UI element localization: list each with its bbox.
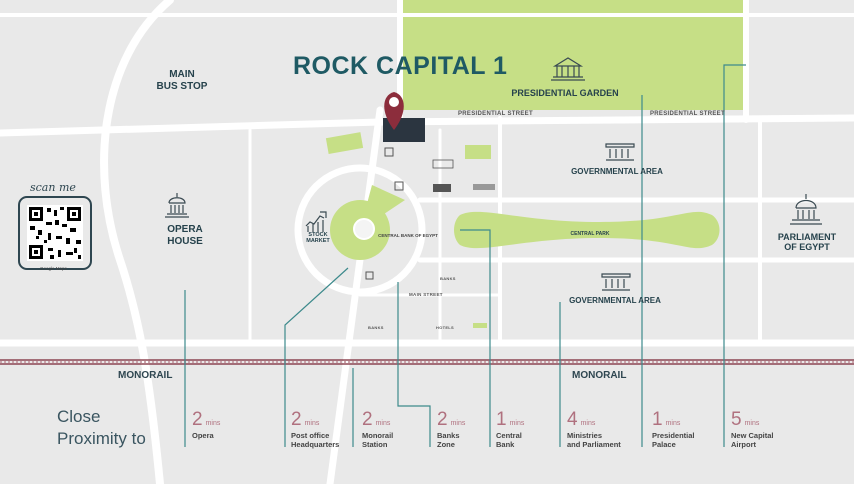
government-building-icon-top	[605, 143, 635, 161]
banks-label-2: BANKS	[368, 325, 384, 330]
proximity-place: Opera	[192, 431, 214, 440]
proximity-minutes: 1	[496, 409, 507, 430]
opera-house-label: OPERA HOUSE	[167, 224, 203, 247]
location-marker-icon	[384, 92, 404, 130]
proximity-minutes: 1	[652, 409, 663, 430]
main-street-label: MAIN STREET	[409, 292, 443, 297]
proximity-place: Ministries and Parliament	[567, 431, 621, 449]
proximity-place: Presidential Palace	[652, 431, 695, 449]
proximity-place: Post office Headquarters	[291, 431, 340, 449]
google-maps-caption: Google Maps	[40, 266, 67, 271]
scan-me-label: scan me	[30, 181, 76, 194]
parliament-label: PARLIAMENT OF EGYPT	[777, 232, 837, 253]
monorail-label-right: MONORAIL	[572, 370, 627, 381]
proximity-place: Monorail Station	[362, 431, 394, 449]
proximity-unit: mins	[375, 420, 391, 427]
proximity-place: Banks Zone	[437, 431, 460, 449]
brand-logo: ROCK CAPITAL 1	[293, 52, 508, 80]
proximity-title-line1: Close	[57, 407, 101, 426]
proximity-unit: mins	[580, 420, 596, 427]
banks-label-1: BANKS	[440, 276, 456, 281]
proximity-place: New Capital Airport	[731, 431, 774, 449]
government-building-icon-bottom	[601, 273, 631, 291]
proximity-minutes: 4	[567, 409, 578, 430]
proximity-unit: mins	[205, 420, 221, 427]
stock-market-icon	[305, 211, 327, 232]
proximity-title-line2: Proximity to	[57, 429, 146, 448]
proximity-minutes: 2	[362, 409, 373, 430]
proximity-minutes: 5	[731, 409, 742, 430]
hotels-label: HOTELS	[436, 325, 455, 330]
proximity-unit: mins	[304, 420, 320, 427]
main-bus-stop-label: MAIN BUS STOP	[156, 69, 208, 92]
opera-house-icon	[165, 193, 189, 218]
parliament-icon	[790, 194, 822, 225]
central-park-label: CENTRAL PARK	[570, 231, 610, 237]
proximity-unit: mins	[450, 420, 466, 427]
proximity-title: Close Proximity to	[57, 406, 146, 450]
governmental-area-top-label: GOVERNMENTAL AREA	[571, 167, 663, 176]
monorail-label-left: MONORAIL	[118, 370, 173, 381]
presidential-garden-area	[400, 0, 746, 110]
proximity-place: Central Bank	[496, 431, 522, 449]
proximity-unit: mins	[744, 420, 760, 427]
proximity-unit: mins	[665, 420, 681, 427]
central-bank-label: CENTRAL BANK OF EGYPT	[378, 233, 438, 238]
qr-code-icon	[18, 196, 92, 270]
presidential-garden-building-icon	[551, 57, 585, 81]
presidential-street-label-2: PRESIDENTIAL STREET	[650, 111, 725, 117]
presidential-street-label-1: PRESIDENTIAL STREET	[458, 111, 533, 117]
governmental-area-bottom-label: GOVERNMENTAL AREA	[569, 296, 661, 305]
stock-market-label: STOCK MARKET	[306, 232, 330, 245]
central-park-area	[454, 211, 720, 249]
proximity-minutes: 2	[291, 409, 302, 430]
proximity-minutes: 2	[437, 409, 448, 430]
proximity-minutes: 2	[192, 409, 203, 430]
presidential-garden-label: PRESIDENTIAL GARDEN	[511, 88, 619, 98]
proximity-unit: mins	[509, 420, 525, 427]
